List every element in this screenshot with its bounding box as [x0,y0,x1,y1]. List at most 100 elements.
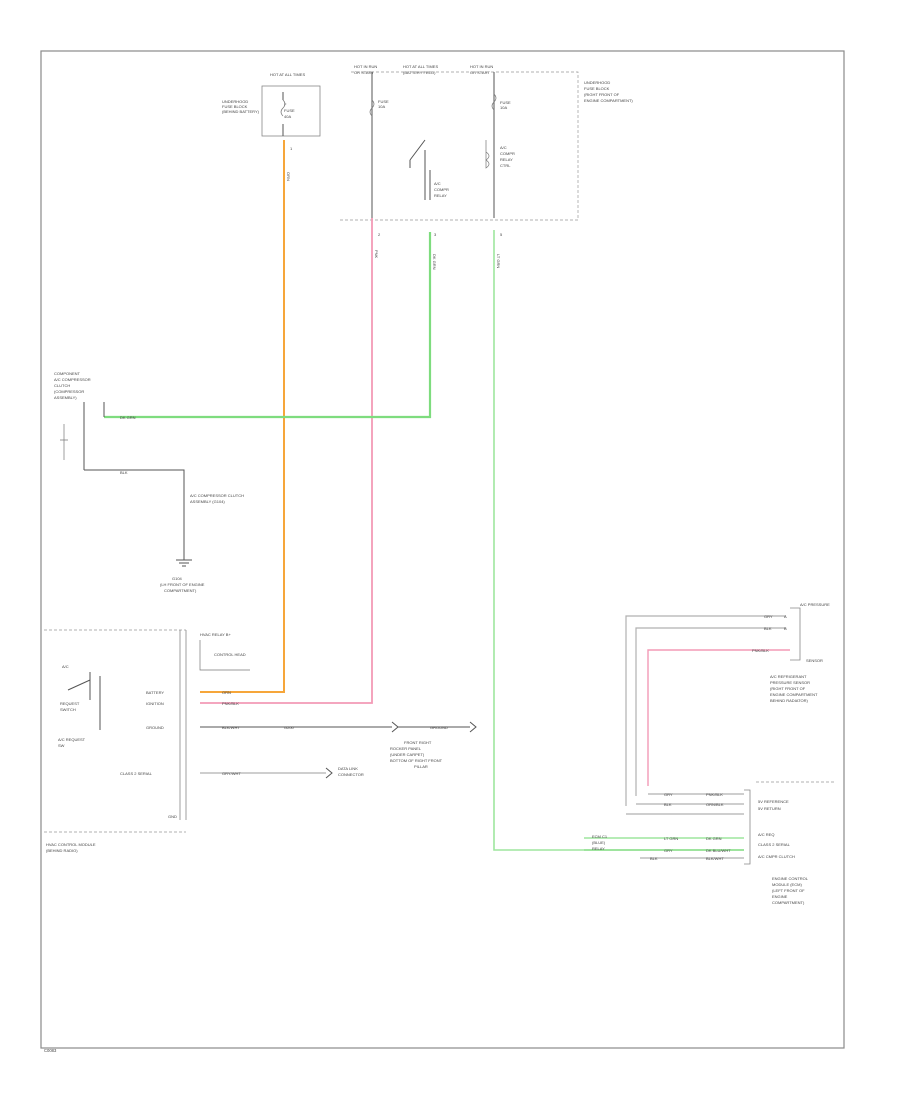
orange-wire-label: ORN [286,172,291,181]
ground-label-2: (LH FRONT OF ENGINE [160,582,205,587]
switch-note-1: A/C REQUEST [58,737,86,742]
sensor-inner-wire [635,627,786,796]
ecm-row-1-wire: GRY [664,792,673,797]
ground-wire-label: BLK/WHT [222,725,240,730]
hvac-relay-line [199,640,250,671]
ground-box-1: FRONT RIGHT [404,740,432,745]
ac-pressure-sensor: A/C PRESSURE SENSOR GRY A BLK B PNK/BLK … [625,602,830,806]
top-relay-block: HOT IN RUN HOT AT ALL TIMES HOT IN RUN O… [340,64,633,237]
pin-label-battery: BATTERY [146,690,164,695]
data-link-2: CONNECTOR [338,772,364,777]
relay-fuse-right-1: FUSE [500,100,511,105]
relay-header-mid: HOT AT ALL TIMES [403,64,438,69]
ground-box-4: BOTTOM OF RIGHT FRONT [390,758,443,763]
sensor-pink-label: PNK/BLK [752,648,769,653]
fuse-name-line-1: F [284,102,287,107]
relay-header-left: HOT IN RUN [354,64,377,69]
relay-coil [485,140,490,169]
relay-left-label-1: A/C [434,181,441,186]
engine-control-module: GRY PNK/BLK 5V REFERENCE BLK ORN/BLK 5V … [584,781,836,905]
ground-box-5: PILLAR [414,764,428,769]
sensor-desc-1: A/C REFRIGERANT [770,674,807,679]
pin-label-ground: GROUND [146,725,164,730]
compressor-label-5: ASSEMBLY) [54,395,77,400]
ecm-row-5-circuit: BLK/WHT [706,856,724,861]
ecm-label-4: ENGINE [772,894,788,899]
sensor-connector [790,607,801,661]
sensor-row-1-pin: A [784,614,787,619]
relay-right-label-4: CTRL [500,163,511,168]
pin-label-class2: CLASS 2 SERIAL [120,771,153,776]
fuse-name-line-2: FUSE [284,108,295,113]
relay-block-outline [340,71,579,221]
top-left-fuse-block: HOT AT ALL TIMES UNDERHOOD FUSE BLOCK (B… [222,72,321,151]
sensor-desc-4: ENGINE COMPARTMENT [770,692,818,697]
sensor-desc-5: BEHIND RADIATOR) [770,698,809,703]
ground-wire-tail-1: G200 [284,725,295,730]
ecm-row-3-circuit: DK GRN [706,836,722,841]
ignition-wire-label: PNK/BLK [222,701,239,706]
compressor-clutch: COMPONENT A/C COMPRESSOR CLUTCH (COMPRES… [54,371,244,593]
ground-note-1: A/C COMPRESSOR CLUTCH [190,493,244,498]
switch-symbol [67,672,101,730]
diagram-frame [40,50,845,1049]
class2-wire-label: GRY/WHT [222,771,241,776]
ecm-row-4-circuit: DK BLU/WHT [706,848,731,853]
hvac-module-label-2: (BEHIND RADIO) [46,848,78,853]
switch-label-1: A/C [62,664,69,669]
ecm-conn-3: RELAY [592,846,605,851]
relay-label-line-2: FUSE BLOCK [584,86,610,91]
hvac-module-outline [44,629,186,833]
ecm-row-1-label: 5V REFERENCE [758,799,789,804]
ecm-row-3-wire: LT GRN [664,836,678,841]
ground-label-3: COMPARTMENT) [164,588,197,593]
relay-fuse-left-2: 10A [378,104,385,109]
sensor-title-2: SENSOR [806,658,823,663]
compressor-diode [60,424,68,460]
relay-right-label-3: RELAY [500,157,513,162]
relay-fuse-right-2: 10A [500,105,507,110]
fuse-name-line-3: 40A [284,114,291,119]
relay-label-line-4: ENGINE COMPARTMENT) [584,98,633,103]
relay-switch-contact [409,139,431,200]
ecm-row-3-label: A/C REQ [758,832,774,837]
ecm-label-2: MODULE (ECM) [772,882,802,887]
pink-wire-label: PNK [374,250,379,259]
fuse-header: HOT AT ALL TIMES [270,72,305,77]
green-wire-horizontal-label: DK GRN [120,415,136,420]
orange-wire [200,140,285,693]
hvac-bottom-pin: GND [168,814,177,819]
switch-label-2: REQUEST [60,701,80,706]
ground-wire-end-arrow [469,721,477,733]
ground-label-1: G104 [172,576,183,581]
fuse-label-line-1: UNDERHOOD [222,99,248,104]
sensor-outer-wire [625,615,786,806]
ecm-row-4-label: CLASS 2 SERIAL [758,842,791,847]
ecm-label-1: ENGINE CONTROL [772,876,809,881]
relay-sub-left: OR START [354,70,374,75]
fuse-label-line-2: FUSE BLOCK [222,104,248,109]
relay-pin-mid: 3 [434,232,437,237]
data-link-1: DATA LINK [338,766,358,771]
fuse-label-line-3: (BEHIND BATTERY) [222,109,260,114]
relay-right-fuse [491,93,497,111]
battery-wire-label: ORN [222,690,231,695]
relay-right-label-2: COMPR [500,151,515,156]
relay-label-line-3: (RIGHT FRONT OF [584,92,620,97]
ecm-row-4-wire: GRY [664,848,673,853]
footer-code: C0083 [44,1048,57,1053]
ground-box-3: (UNDER CARPET) [390,752,425,757]
ground-wire-tail-2: GROUND [430,725,448,730]
relay-left-label-2: COMPR [434,187,449,192]
light-green-wire [493,230,584,851]
pink-wire [200,218,373,704]
sensor-title-1: A/C PRESSURE [800,602,830,607]
relay-left-fuse [369,99,375,117]
switch-label-3: SWITCH [60,707,76,712]
ecm-row-2-circuit: ORN/BLK [706,802,724,807]
light-green-wire-label: LT GRN [496,254,501,268]
ground-wire-arrow [391,721,399,733]
relay-left-label-3: RELAY [434,193,447,198]
fuse-pin: 1 [290,146,293,151]
